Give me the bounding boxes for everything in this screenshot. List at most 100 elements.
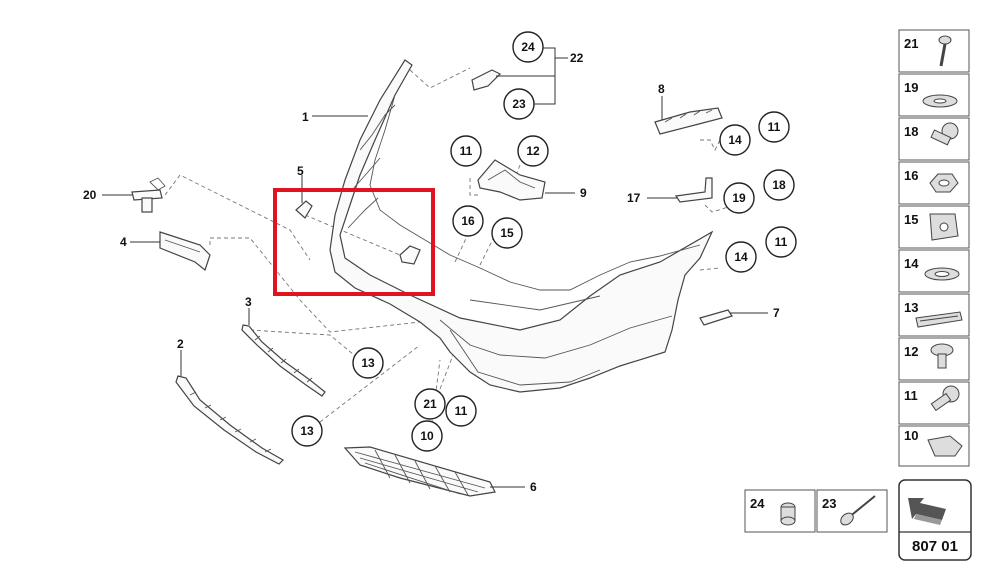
bubble-12: 12 (517, 135, 549, 167)
svg-text:21: 21 (423, 397, 437, 411)
svg-text:15: 15 (500, 226, 514, 240)
bolt-part-20 (131, 177, 166, 213)
page-number-box: 807 01 (898, 479, 972, 561)
strip-part-2 (175, 375, 284, 465)
svg-text:11: 11 (455, 404, 468, 418)
callout-17: 17 (627, 191, 641, 205)
svg-text:16: 16 (904, 168, 918, 183)
svg-text:11: 11 (775, 235, 788, 249)
bubble-23: 23 (503, 88, 535, 120)
bubble-13b: 13 (291, 415, 323, 447)
callout-2: 2 (177, 337, 184, 351)
bubble-13a: 13 (352, 347, 384, 379)
callout-3: 3 (245, 295, 252, 309)
svg-text:24: 24 (750, 496, 765, 511)
fastener-legend: 21 19 18 16 15 14 (898, 29, 970, 467)
nut-icon (929, 173, 959, 193)
bubble-11d: 11 (445, 395, 477, 427)
bubble-19: 19 (723, 182, 755, 214)
callout-1: 1 (302, 110, 309, 124)
callout-4: 4 (120, 235, 127, 249)
svg-text:11: 11 (768, 120, 781, 134)
callout-5: 5 (297, 164, 304, 178)
callout-22: 22 (570, 51, 584, 65)
callout-bubbles: 24 23 11 12 14 11 16 15 19 18 14 11 13 1… (291, 31, 797, 452)
svg-text:13: 13 (300, 424, 314, 438)
svg-text:12: 12 (904, 344, 918, 359)
svg-text:11: 11 (904, 388, 918, 403)
front-bumper-part (329, 59, 714, 393)
svg-text:12: 12 (526, 144, 540, 158)
svg-text:13: 13 (361, 356, 375, 370)
clip-part-22 (471, 69, 502, 91)
lower-grille-part (343, 446, 496, 497)
legend-item-15: 15 (898, 205, 970, 249)
svg-text:19: 19 (904, 80, 918, 95)
bracket-part-8 (654, 107, 723, 135)
svg-text:14: 14 (904, 256, 919, 271)
legend-item-14: 14 (898, 249, 970, 293)
highlight-box (273, 188, 435, 296)
bubble-11a: 11 (450, 135, 482, 167)
callout-6: 6 (530, 480, 537, 494)
svg-text:24: 24 (521, 40, 535, 54)
clip-part-5 (295, 200, 421, 265)
svg-text:16: 16 (461, 214, 475, 228)
callout-9: 9 (580, 186, 587, 200)
strip-part-3 (241, 324, 326, 397)
dashed-leaders (164, 67, 736, 439)
bubble-18: 18 (763, 169, 795, 201)
bubble-24: 24 (512, 31, 544, 63)
svg-text:23: 23 (822, 496, 836, 511)
bubble-14a: 14 (719, 124, 751, 156)
bracket-part-4 (159, 231, 211, 272)
svg-text:18: 18 (904, 124, 918, 139)
legend-item-11: 11 (898, 381, 970, 425)
bubble-16: 16 (452, 205, 484, 237)
bracket-part-17 (674, 177, 713, 203)
svg-text:10: 10 (420, 429, 434, 443)
callout-7: 7 (773, 306, 780, 320)
callout-20: 20 (83, 188, 97, 202)
spacer-icon (780, 502, 796, 526)
bubble-15: 15 (491, 217, 523, 249)
svg-text:13: 13 (904, 300, 918, 315)
clip-strip-icon (915, 311, 963, 328)
bubble-11c: 11 (765, 226, 797, 258)
bubble-14b: 14 (725, 241, 757, 273)
legend-item-16: 16 (898, 161, 970, 205)
svg-text:15: 15 (904, 212, 918, 227)
washer-icon (924, 267, 960, 281)
svg-text:21: 21 (904, 36, 918, 51)
bolt-icon (938, 35, 952, 67)
legend-item-21: 21 (898, 29, 970, 73)
rivet-icon (930, 343, 954, 369)
svg-text:14: 14 (728, 133, 742, 147)
bubble-10: 10 (411, 420, 443, 452)
legend-item-10: 10 (898, 425, 970, 467)
clip-icon (927, 435, 963, 457)
bubble-11b: 11 (758, 111, 790, 143)
screw-icon (930, 385, 960, 412)
bracket-part-9 (477, 159, 546, 201)
svg-text:19: 19 (732, 191, 746, 205)
svg-text:18: 18 (772, 178, 786, 192)
washer-icon (922, 94, 958, 108)
svg-text:11: 11 (460, 144, 473, 158)
svg-text:14: 14 (734, 250, 748, 264)
svg-text:10: 10 (904, 428, 918, 443)
legend-item-18: 18 (898, 117, 970, 161)
callout-labels: 1 5 20 4 3 2 6 7 8 9 17 22 (83, 51, 780, 494)
bottom-legend: 24 23 (744, 489, 888, 533)
clip-nut-icon (929, 213, 959, 241)
svg-text:23: 23 (512, 97, 526, 111)
blind-rivet-icon (840, 495, 876, 526)
legend-item-13: 13 (898, 293, 970, 337)
trim-part-7 (699, 309, 733, 326)
legend-item-19: 19 (898, 73, 970, 117)
legend-item-12: 12 (898, 337, 970, 381)
page-number: 807 01 (912, 538, 958, 555)
bubble-21: 21 (414, 388, 446, 420)
screw-icon (930, 122, 959, 146)
